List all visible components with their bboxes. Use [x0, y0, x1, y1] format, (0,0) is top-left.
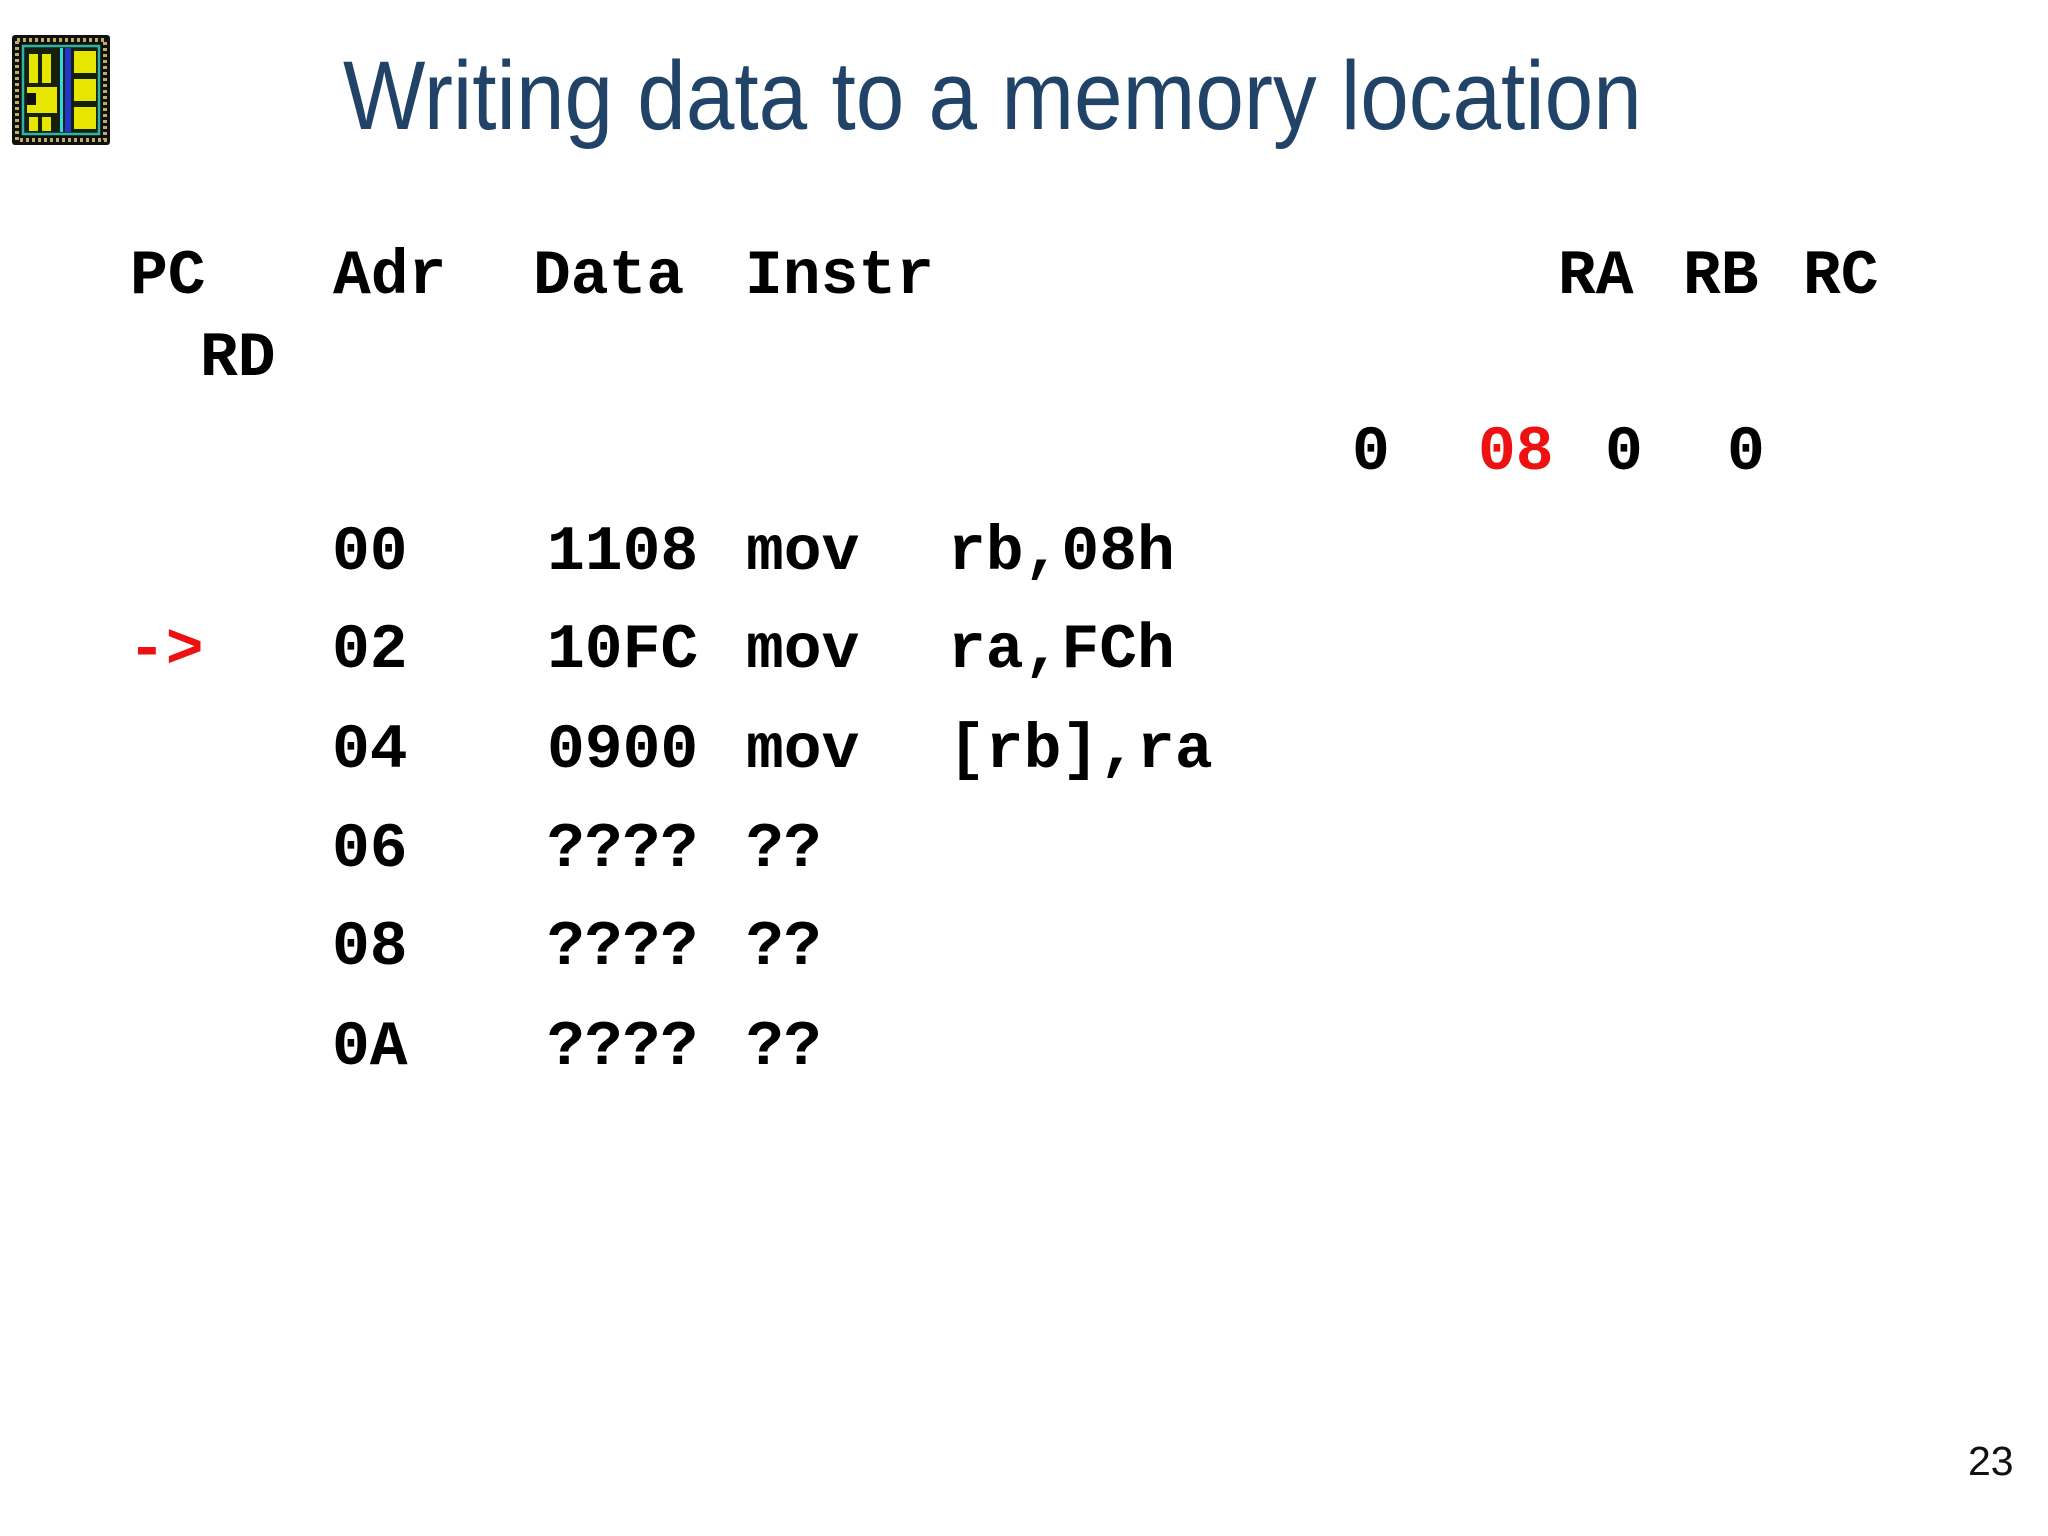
col-header-instr: Instr [745, 241, 935, 312]
memory-row-data: 0900 [547, 715, 699, 786]
memory-row-mnemonic: ?? [746, 1012, 822, 1083]
memory-row-address: 04 [332, 715, 408, 786]
memory-row-data: 1108 [547, 517, 699, 588]
memory-row-data: ???? [547, 912, 699, 983]
pc-arrow-icon: -> [128, 615, 204, 686]
memory-row-address: 02 [332, 615, 408, 686]
col-header-rd: RD [200, 323, 276, 394]
col-header-rb: RB [1683, 241, 1759, 312]
register-value-rd: 0 [1727, 417, 1765, 488]
memory-row-data: ???? [547, 1012, 699, 1083]
memory-row-address: 08 [332, 912, 408, 983]
page-number: 23 [1968, 1438, 2014, 1484]
memory-row-mnemonic: ?? [746, 912, 822, 983]
memory-row-mnemonic: mov [746, 615, 860, 686]
memory-row-operands: ra,FCh [948, 615, 1175, 686]
memory-row-data: 10FC [547, 615, 699, 686]
memory-row-mnemonic: mov [746, 715, 860, 786]
col-header-adr: Adr [333, 241, 447, 312]
col-header-ra: RA [1558, 241, 1634, 312]
memory-row-mnemonic: ?? [746, 814, 822, 885]
register-value-ra: 0 [1352, 417, 1390, 488]
memory-row-address: 0A [332, 1012, 408, 1083]
memory-row-operands: [rb],ra [948, 715, 1213, 786]
col-header-pc: PC [130, 241, 206, 312]
col-header-rc: RC [1803, 241, 1879, 312]
chip-die-icon [12, 35, 110, 145]
col-header-data: Data [533, 241, 685, 312]
register-value-rb: 08 [1478, 417, 1554, 488]
memory-row-address: 00 [332, 517, 408, 588]
memory-row-operands: rb,08h [948, 517, 1175, 588]
register-value-rc: 0 [1605, 417, 1643, 488]
memory-row-data: ???? [547, 814, 699, 885]
memory-row-mnemonic: mov [746, 517, 860, 588]
memory-row-address: 06 [332, 814, 408, 885]
slide-title: Writing data to a memory location [343, 41, 1642, 150]
